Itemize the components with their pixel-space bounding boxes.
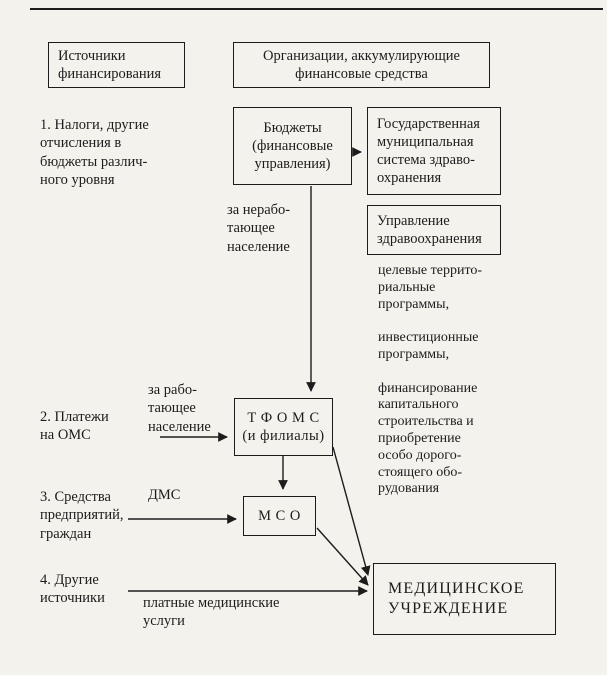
tfoms-box: Т Ф О М С (и филиалы) [234, 398, 333, 456]
medical-institution-box: МЕДИЦИНСКОЕ УЧРЕЖДЕНИЕ [373, 563, 556, 635]
label-nonworking-population: за нерабо- тающее население [227, 202, 291, 255]
medical-institution-label: МЕДИЦИНСКОЕ УЧРЕЖДЕНИЕ [388, 580, 525, 617]
tfoms-label: Т Ф О М С (и филиалы) [242, 409, 325, 444]
source-item-other: 4. Другие источники [40, 572, 105, 607]
organizations-header-label: Организации, аккумулирующие финансовые с… [263, 47, 460, 82]
label-working-population: за рабо- тающее население [148, 382, 211, 435]
organizations-header-box: Организации, аккумулирующие финансовые с… [233, 42, 490, 88]
budgets-label: Бюджеты (финансовые управления) [252, 119, 333, 173]
sources-header-label: Источники финансирования [58, 47, 162, 82]
state-municipal-system-label: Государственная муниципальная система зд… [377, 115, 480, 187]
state-municipal-system-box: Государственная муниципальная система зд… [367, 107, 501, 195]
health-department-box: Управление здравоохранения [367, 205, 501, 255]
source-item-enterprise-funds: 3. Средства предприятий, граждан [40, 489, 124, 542]
arrow-tfoms-to-medical-institution [332, 446, 371, 576]
mso-label: М С О [258, 507, 301, 524]
mso-box: М С О [243, 496, 316, 536]
label-target-programs: целевые террито- риальные программы, инв… [378, 263, 483, 497]
source-item-oms-payments: 2. Платежи на ОМС [40, 409, 109, 444]
label-dms: ДМС [148, 487, 181, 503]
sources-header-box: Источники финансирования [48, 42, 185, 88]
arrow-mso-to-medical-institution [316, 527, 369, 586]
top-border-line [30, 8, 603, 10]
health-department-label: Управление здравоохранения [377, 212, 482, 247]
budgets-box: Бюджеты (финансовые управления) [233, 107, 352, 185]
label-paid-medical-services: платные медицинские услуги [143, 595, 280, 630]
source-item-taxes: 1. Налоги, другие отчисления в бюджеты р… [40, 117, 149, 188]
